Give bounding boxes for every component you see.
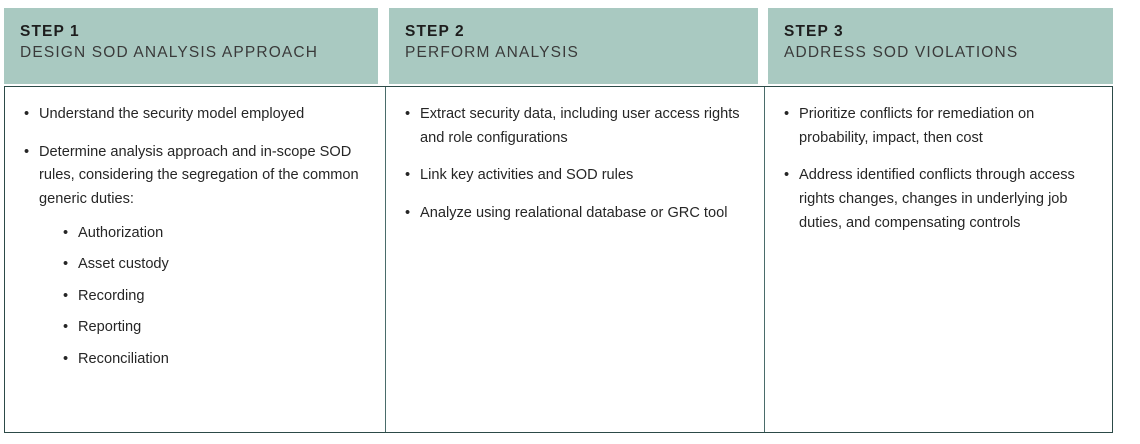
header-panel-step-2 (389, 8, 758, 84)
body-cell-step-1: • Understand the security model employed… (5, 87, 386, 432)
list-item: • Reporting (62, 316, 371, 340)
header-text-step-1: STEP 1 DESIGN SOD ANALYSIS APPROACH (20, 21, 385, 64)
list-item-text: Recording (78, 287, 145, 304)
bullet-dot-icon: • (405, 204, 411, 221)
step-title-3: ADDRESS SOD VIOLATIONS (784, 44, 1019, 62)
bullet-dot-icon: • (63, 351, 69, 368)
bullet-list-step-3: • Prioritize conflicts for remediation o… (780, 103, 1097, 235)
list-item: • Extract security data, including user … (401, 103, 750, 150)
bullet-dot-icon: • (24, 143, 30, 160)
header-text-step-2: STEP 2 PERFORM ANALYSIS (405, 21, 764, 64)
list-item-text: Determine analysis approach and in-scope… (39, 143, 359, 207)
list-item: • Authorization (62, 222, 371, 246)
list-item-text: Analyze using realational database or GR… (420, 204, 728, 221)
list-item: • Reconciliation (62, 348, 371, 372)
bullet-dot-icon: • (405, 167, 411, 184)
list-item-text: Link key activities and SOD rules (420, 167, 634, 184)
bullet-dot-icon: • (63, 224, 69, 241)
list-item-text: Extract security data, including user ac… (420, 106, 740, 146)
table-header-row: STEP 1 DESIGN SOD ANALYSIS APPROACH STEP… (0, 8, 1140, 84)
list-item: • Prioritize conflicts for remediation o… (780, 103, 1097, 150)
bullet-list-step-2: • Extract security data, including user … (401, 103, 750, 226)
list-item: • Address identified conflicts through a… (780, 164, 1097, 235)
bullet-dot-icon: • (784, 167, 790, 184)
bullet-dot-icon: • (405, 106, 411, 122)
header-panel-step-3 (768, 8, 1113, 84)
list-item: • Determine analysis approach and in-sco… (20, 141, 371, 372)
list-item-text: Asset custody (78, 256, 169, 273)
table-body-row: • Understand the security model employed… (4, 86, 1113, 433)
bullet-list-step-1: • Understand the security model employed… (20, 103, 371, 372)
step-label-1: STEP 1 (20, 23, 80, 40)
list-item: • Analyze using realational database or … (401, 202, 750, 226)
body-cell-step-3: • Prioritize conflicts for remediation o… (765, 87, 1111, 432)
list-item-text: Authorization (78, 224, 164, 241)
bullet-dot-icon: • (63, 319, 69, 336)
step-label-2: STEP 2 (405, 23, 465, 40)
step-label-3: STEP 3 (784, 23, 844, 40)
bullet-dot-icon: • (63, 287, 69, 304)
header-cell-step-3: STEP 3 ADDRESS SOD VIOLATIONS (764, 8, 1140, 84)
bullet-dot-icon: • (24, 106, 30, 122)
list-item-text: Reconciliation (78, 351, 169, 368)
list-item-text: Address identified conflicts through acc… (799, 167, 1075, 231)
list-item-text: Reporting (78, 319, 142, 336)
step-title-2: PERFORM ANALYSIS (405, 44, 580, 62)
list-item: • Asset custody (62, 253, 371, 277)
bullet-dot-icon: • (784, 106, 790, 122)
list-item: • Link key activities and SOD rules (401, 164, 750, 188)
step-title-1: DESIGN SOD ANALYSIS APPROACH (20, 44, 319, 62)
header-text-step-3: STEP 3 ADDRESS SOD VIOLATIONS (784, 21, 1140, 64)
body-cell-step-2: • Extract security data, including user … (386, 87, 765, 432)
header-panel-step-1 (4, 8, 378, 84)
list-item: • Recording (62, 285, 371, 309)
list-item: • Understand the security model employed (20, 103, 371, 127)
bullet-dot-icon: • (63, 256, 69, 273)
sub-bullet-list-duties: • Authorization • Asset custody • Record… (62, 222, 371, 372)
list-item-text: Prioritize conflicts for remediation on … (799, 106, 1035, 146)
header-cell-step-1: STEP 1 DESIGN SOD ANALYSIS APPROACH (0, 8, 385, 84)
list-item-text: Understand the security model employed (39, 106, 305, 122)
header-cell-step-2: STEP 2 PERFORM ANALYSIS (385, 8, 764, 84)
